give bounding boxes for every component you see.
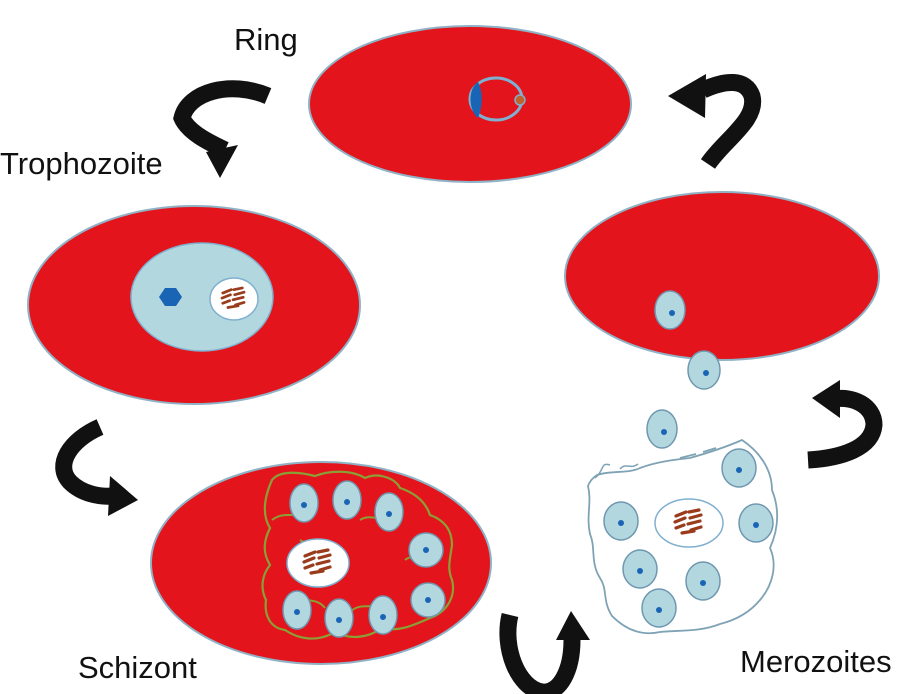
curved-arrow-icon	[173, 80, 272, 178]
merozoites-label: Merozoites	[740, 646, 892, 677]
schizont-cell	[150, 461, 492, 665]
invaded-cell	[564, 191, 880, 361]
curved-arrow-icon	[668, 73, 762, 170]
schizont-label: Schizont	[78, 650, 197, 685]
curved-arrow-icon	[55, 419, 138, 516]
ring-stage-cell	[308, 25, 632, 183]
residual-body	[654, 498, 724, 548]
ring-parasite	[468, 76, 526, 122]
curved-arrow-icon	[499, 611, 590, 694]
trophozoite-nucleus	[159, 288, 182, 306]
schizont-membrane	[261, 470, 455, 640]
ring-label: Ring	[234, 22, 298, 57]
ruptured-cell	[587, 438, 778, 635]
trophozoite-label: Trophozoite	[0, 146, 163, 181]
invading-merozoite	[654, 290, 686, 330]
curved-arrow-icon	[807, 380, 883, 469]
released-merozoites	[603, 448, 774, 628]
cycle-arrows	[55, 73, 883, 694]
schizont-food-vacuole	[286, 538, 350, 588]
free-merozoites	[646, 350, 721, 449]
schizont-merozoites	[282, 480, 446, 638]
food-vacuole	[209, 277, 259, 321]
trophozoite-cell	[27, 205, 361, 405]
